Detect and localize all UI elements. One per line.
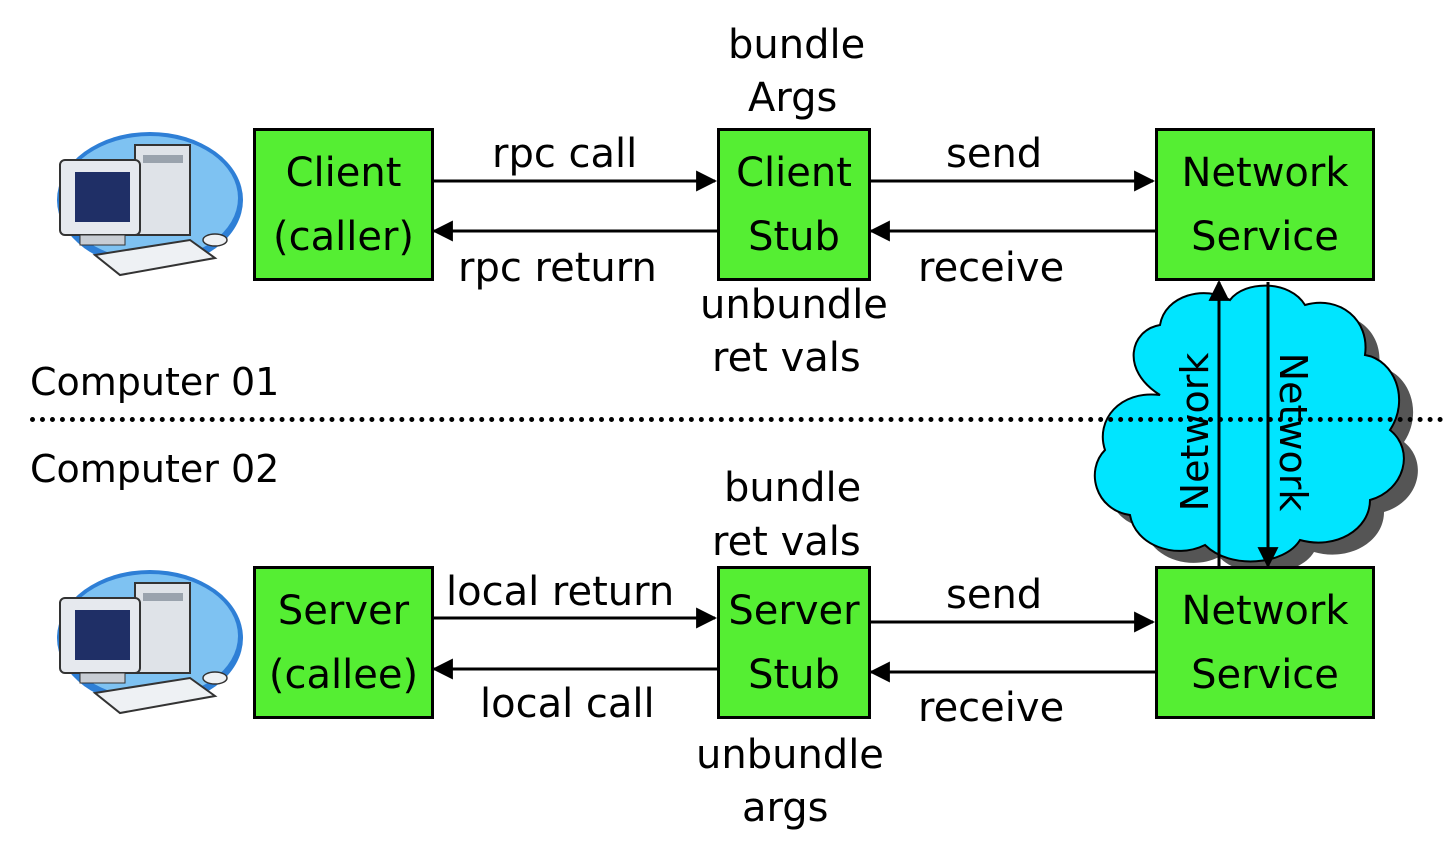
server-stub-line1: Server: [728, 587, 860, 634]
bundle-ret-vals-line2: ret vals: [712, 519, 861, 565]
receive-label-01: receive: [918, 245, 1065, 291]
network-service-02-line1: Network: [1181, 587, 1349, 634]
network-service-box-01: Network Service: [1155, 128, 1375, 281]
client-caller-box: Client (caller): [253, 128, 434, 281]
local-call-label: local call: [480, 681, 655, 727]
client-box-line1: Client: [285, 149, 402, 196]
client-stub-line2: Stub: [748, 213, 840, 260]
network-service-01-line1: Network: [1181, 149, 1349, 196]
unbundle-args-line1: unbundle: [696, 732, 884, 778]
bundle-ret-vals-line1: bundle: [724, 465, 862, 511]
client-box-line2: (caller): [273, 213, 414, 260]
unbundle-ret-vals-line1: unbundle: [700, 282, 888, 328]
bundle-args-line2: Args: [748, 75, 838, 121]
computer-02-icon: [57, 570, 243, 715]
computer-separator-line: [30, 417, 1444, 422]
server-box-line2: (callee): [268, 651, 419, 698]
network-service-02-line2: Service: [1191, 651, 1339, 698]
network-service-box-02: Network Service: [1155, 566, 1375, 719]
network-up-label: Network: [1173, 352, 1217, 512]
network-down-label: Network: [1271, 352, 1315, 512]
receive-label-02: receive: [918, 685, 1065, 731]
computer-01-label: Computer 01: [30, 360, 280, 404]
server-box-line1: Server: [277, 587, 410, 634]
send-label-01: send: [946, 131, 1043, 177]
server-stub-box: Server Stub: [717, 566, 871, 719]
unbundle-ret-vals-line2: ret vals: [712, 335, 861, 381]
computer-02-label: Computer 02: [30, 447, 280, 491]
local-return-label: local return: [446, 569, 675, 615]
bundle-args-line1: bundle: [728, 22, 866, 68]
rpc-call-label: rpc call: [492, 131, 638, 177]
network-service-01-line2: Service: [1191, 213, 1339, 260]
computer-01-icon: [57, 132, 243, 277]
client-stub-line1: Client: [736, 149, 852, 196]
client-stub-box: Client Stub: [717, 128, 871, 281]
send-label-02: send: [946, 572, 1043, 618]
rpc-return-label: rpc return: [458, 245, 657, 291]
unbundle-args-line2: args: [742, 785, 829, 831]
server-callee-box: Server (callee): [253, 566, 434, 719]
server-stub-line2: Stub: [748, 651, 840, 698]
